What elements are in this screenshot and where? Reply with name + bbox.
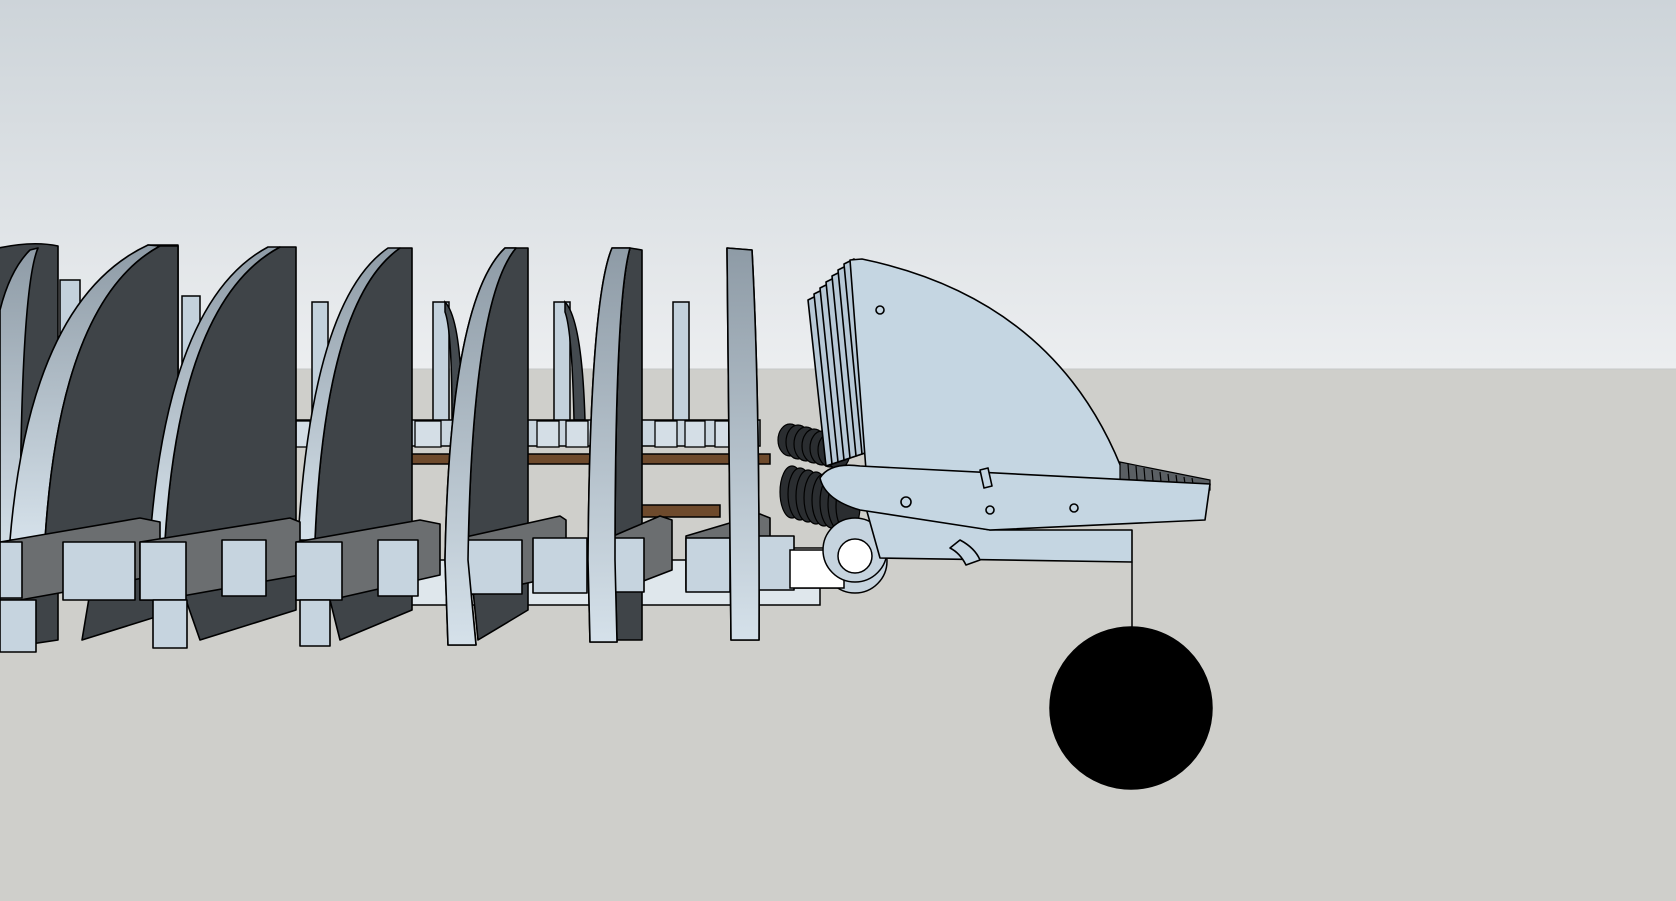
blade-pivot-pin[interactable] bbox=[875, 305, 885, 315]
beam-end-block[interactable] bbox=[0, 541, 23, 599]
lever-latch[interactable] bbox=[979, 467, 993, 489]
rear-post[interactable] bbox=[432, 301, 450, 433]
collar[interactable] bbox=[414, 420, 442, 448]
sphere-icon[interactable] bbox=[1049, 626, 1213, 790]
paddle-front-face[interactable] bbox=[587, 247, 631, 643]
pendulum[interactable] bbox=[1049, 562, 1213, 790]
beam-end-block[interactable] bbox=[757, 535, 795, 591]
paddle-back-arc[interactable] bbox=[44, 245, 179, 541]
paddle-front-face[interactable] bbox=[297, 247, 401, 541]
paddle-front-face[interactable] bbox=[444, 247, 517, 646]
beam-lower-block[interactable] bbox=[152, 599, 188, 649]
beam-lower-block[interactable] bbox=[299, 599, 331, 647]
beam-end-block[interactable] bbox=[62, 541, 136, 601]
shaft-hub[interactable] bbox=[789, 517, 888, 589]
collar[interactable] bbox=[565, 420, 589, 448]
beam-end-block[interactable] bbox=[139, 541, 187, 601]
lever-bolt[interactable] bbox=[900, 496, 912, 508]
beam-end-block[interactable] bbox=[295, 541, 343, 601]
paddle-front-face[interactable] bbox=[726, 247, 760, 641]
lever-bar[interactable] bbox=[819, 464, 1211, 531]
collar[interactable] bbox=[536, 420, 560, 448]
rear-post[interactable] bbox=[672, 301, 690, 433]
wood-rail[interactable] bbox=[639, 504, 721, 518]
beam-end-block[interactable] bbox=[221, 539, 267, 597]
shaft-collars[interactable] bbox=[295, 420, 736, 448]
lever-bolt[interactable] bbox=[1069, 503, 1079, 513]
lever-arm[interactable] bbox=[819, 464, 1211, 566]
cross-beams[interactable] bbox=[0, 513, 795, 653]
beam-end-block[interactable] bbox=[685, 537, 731, 593]
lever-bolt[interactable] bbox=[985, 505, 995, 515]
collar[interactable] bbox=[684, 420, 706, 448]
beam-end-block[interactable] bbox=[532, 537, 588, 594]
beam-end-block[interactable] bbox=[377, 539, 419, 597]
lever-slot[interactable] bbox=[949, 539, 981, 566]
sector-blades[interactable] bbox=[807, 258, 1127, 487]
paddle-front-face[interactable] bbox=[149, 246, 281, 541]
collar[interactable] bbox=[654, 420, 678, 448]
hub-inner[interactable] bbox=[837, 538, 873, 574]
paddle-assembly[interactable] bbox=[0, 242, 795, 653]
beam-lower-block[interactable] bbox=[0, 599, 37, 653]
